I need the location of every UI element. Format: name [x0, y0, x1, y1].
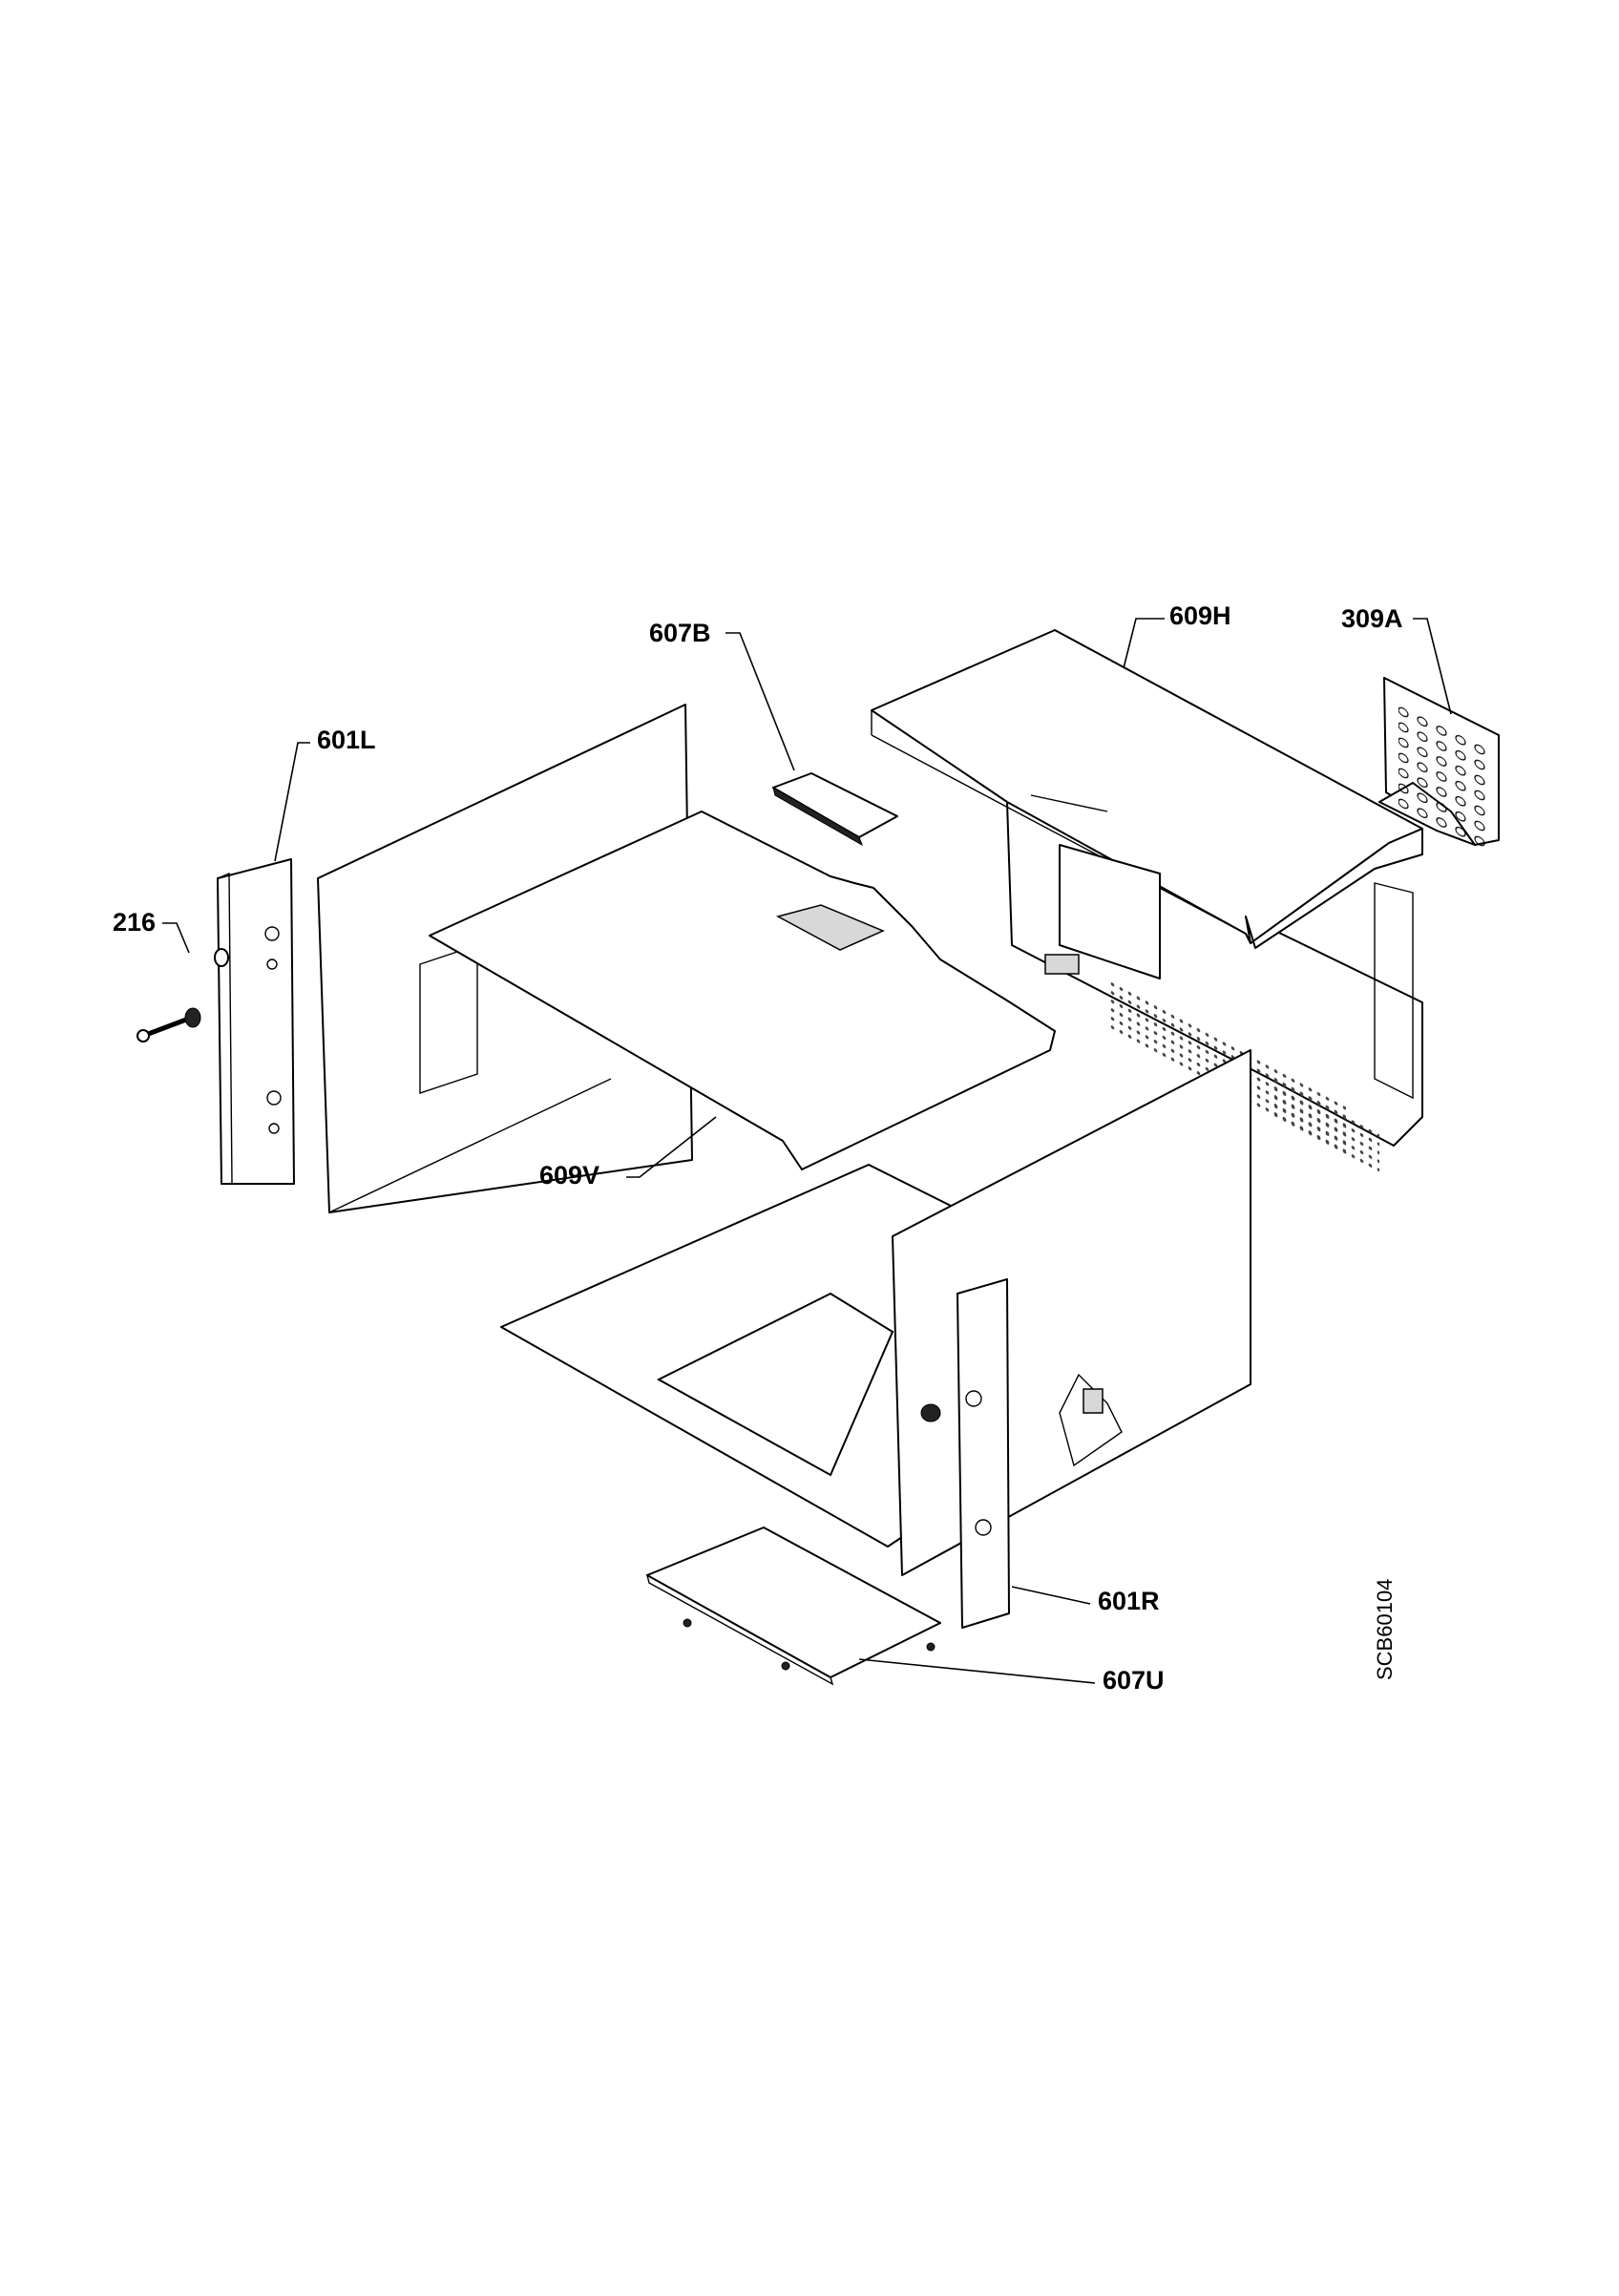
part-216-screw — [137, 948, 229, 1043]
drawing-code: SCB60104 — [1373, 1578, 1397, 1680]
part-309A-bracket — [1378, 677, 1500, 851]
label-607U: 607U — [1103, 1666, 1165, 1695]
part-607U-bottom-cover — [645, 1527, 941, 1686]
part-right-side-panel — [892, 1049, 1251, 1576]
part-609V-top-panel — [317, 704, 1056, 1213]
label-609H: 609H — [1169, 601, 1231, 630]
label-609V: 609V — [539, 1161, 600, 1190]
part-601R-right-rail — [920, 1278, 1010, 1629]
label-309A: 309A — [1341, 604, 1403, 633]
label-601L: 601L — [317, 726, 376, 754]
part-607B-cover-plate — [772, 772, 898, 847]
label-607B: 607B — [649, 619, 711, 647]
leader-lines — [162, 618, 1452, 1684]
label-601R: 601R — [1098, 1587, 1160, 1615]
part-601L-left-rail — [217, 858, 295, 1185]
label-216: 216 — [113, 908, 157, 937]
part-front-bottom-frame — [500, 1164, 956, 1548]
